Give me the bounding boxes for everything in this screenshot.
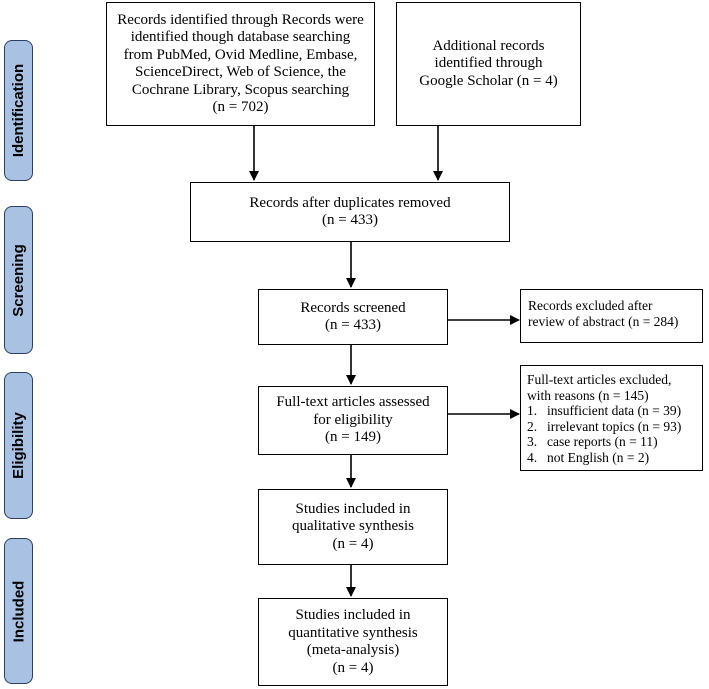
box-duplicates-removed: Records after duplicates removed (n = 43… xyxy=(190,182,510,242)
box-records-excluded: Records excluded after review of abstrac… xyxy=(520,289,703,343)
box-database-records: Records identified through Records were … xyxy=(106,2,375,126)
exclusion-reason-item: 4. not English (n = 2) xyxy=(527,449,650,465)
box-additional-records: Additional records identified through Go… xyxy=(396,2,581,126)
box-records-screened: Records screened (n = 433) xyxy=(258,289,448,345)
box-qualitative-synthesis: Studies included in qualitative synthesi… xyxy=(258,489,448,565)
phase-tab-included: Included xyxy=(4,538,33,684)
box-fulltext-excluded: Full-text articles excluded, with reason… xyxy=(520,365,703,471)
phase-tab-screening: Screening xyxy=(4,206,33,354)
phase-tab-identification: Identification xyxy=(4,40,33,181)
box-quantitative-synthesis: Studies included in quantitative synthes… xyxy=(258,598,448,686)
exclusion-reason-item: 2. irrelevant topics (n = 93) xyxy=(527,418,682,434)
exclusion-reason-item: 1. insufficient data (n = 39) xyxy=(527,403,682,418)
exclusion-reason-item: 3. case reports (n = 11) xyxy=(527,434,658,449)
phase-tab-eligibility: Eligibility xyxy=(4,372,33,519)
box-fulltext-assessed: Full-text articles assessed for eligibil… xyxy=(258,386,448,455)
